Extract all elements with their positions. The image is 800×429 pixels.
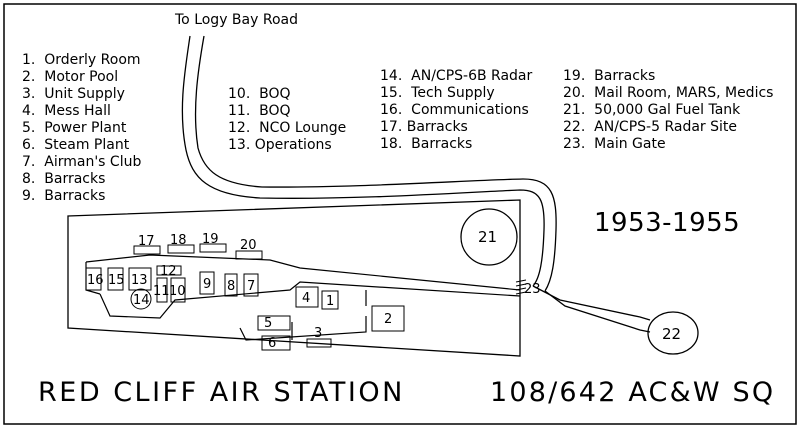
radar-14 bbox=[130, 288, 152, 310]
building-16 bbox=[85, 267, 102, 291]
legend-item: 16. Communications bbox=[380, 102, 529, 118]
legend-item: 17. Barracks bbox=[380, 119, 468, 135]
legend-item: 3. Unit Supply bbox=[22, 86, 125, 102]
building-4 bbox=[295, 286, 319, 308]
label-10: 10 bbox=[169, 284, 186, 299]
building-19 bbox=[199, 243, 227, 253]
label-15: 15 bbox=[108, 273, 125, 288]
legend-item: 7. Airman's Club bbox=[22, 154, 142, 170]
road-label: To Logy Bay Road bbox=[175, 12, 298, 28]
legend-item: 2. Motor Pool bbox=[22, 69, 119, 85]
inner-road bbox=[85, 254, 521, 341]
gate-ticks bbox=[515, 279, 527, 295]
label-7: 7 bbox=[247, 279, 255, 294]
label-1: 1 bbox=[326, 294, 334, 309]
building-8 bbox=[224, 273, 238, 297]
radar-site-22 bbox=[647, 311, 699, 355]
station-name: RED CLIFF AIR STATION bbox=[38, 377, 405, 408]
label-14: 14 bbox=[133, 293, 150, 308]
building-17 bbox=[133, 245, 161, 255]
legend-item: 18. Barracks bbox=[380, 136, 473, 152]
legend-item: 20. Mail Room, MARS, Medics bbox=[563, 85, 774, 101]
building-10 bbox=[170, 277, 186, 303]
legend-item: 9. Barracks bbox=[22, 188, 106, 204]
legend-item: 10. BOQ bbox=[228, 86, 291, 102]
fuel-tank-21 bbox=[460, 208, 518, 266]
label-12: 12 bbox=[160, 264, 177, 279]
label-21: 21 bbox=[478, 228, 497, 246]
map-frame bbox=[3, 3, 797, 425]
legend-item: 5. Power Plant bbox=[22, 120, 127, 136]
label-22: 22 bbox=[662, 325, 681, 343]
legend-item: 1. Orderly Room bbox=[22, 52, 141, 68]
building-20 bbox=[235, 250, 263, 260]
building-13 bbox=[128, 267, 152, 291]
legend-item: 6. Steam Plant bbox=[22, 137, 130, 153]
label-9: 9 bbox=[203, 277, 211, 292]
building-9 bbox=[199, 271, 215, 295]
building-11 bbox=[156, 277, 168, 303]
legend-item: 23. Main Gate bbox=[563, 136, 666, 152]
site-perimeter bbox=[67, 199, 521, 357]
building-6 bbox=[261, 335, 291, 351]
label-20: 20 bbox=[240, 238, 257, 253]
building-5 bbox=[257, 315, 291, 331]
legend-item: 8. Barracks bbox=[22, 171, 106, 187]
road bbox=[181, 35, 651, 333]
label-6: 6 bbox=[268, 336, 276, 351]
building-18 bbox=[167, 244, 195, 254]
label-5: 5 bbox=[264, 316, 272, 331]
legend-item: 11. BOQ bbox=[228, 103, 291, 119]
building-2 bbox=[371, 305, 405, 332]
label-23: 23 bbox=[524, 282, 541, 297]
legend-item: 19. Barracks bbox=[563, 68, 656, 84]
squadron-name: 108/642 AC&W SQ bbox=[490, 377, 776, 408]
building-12 bbox=[156, 265, 182, 276]
legend-item: 13. Operations bbox=[228, 137, 332, 153]
label-11: 11 bbox=[153, 284, 170, 299]
building-7 bbox=[243, 273, 259, 297]
label-18: 18 bbox=[170, 233, 187, 248]
label-13: 13 bbox=[131, 273, 148, 288]
label-2: 2 bbox=[384, 312, 392, 327]
building-1 bbox=[321, 290, 339, 310]
legend-item: 22. AN/CPS-5 Radar Site bbox=[563, 119, 737, 135]
period-label: 1953-1955 bbox=[594, 208, 741, 238]
label-17: 17 bbox=[138, 234, 155, 249]
label-16: 16 bbox=[87, 273, 104, 288]
legend-item: 14. AN/CPS-6B Radar bbox=[380, 68, 533, 84]
building-15 bbox=[107, 267, 124, 291]
label-4: 4 bbox=[302, 291, 310, 306]
label-19: 19 bbox=[202, 232, 219, 247]
label-3: 3 bbox=[314, 326, 322, 341]
building-3 bbox=[306, 338, 332, 348]
legend-item: 12. NCO Lounge bbox=[228, 120, 347, 136]
legend-item: 21. 50,000 Gal Fuel Tank bbox=[563, 102, 741, 118]
legend-item: 4. Mess Hall bbox=[22, 103, 111, 119]
label-8: 8 bbox=[227, 279, 235, 294]
legend-item: 15. Tech Supply bbox=[380, 85, 495, 101]
